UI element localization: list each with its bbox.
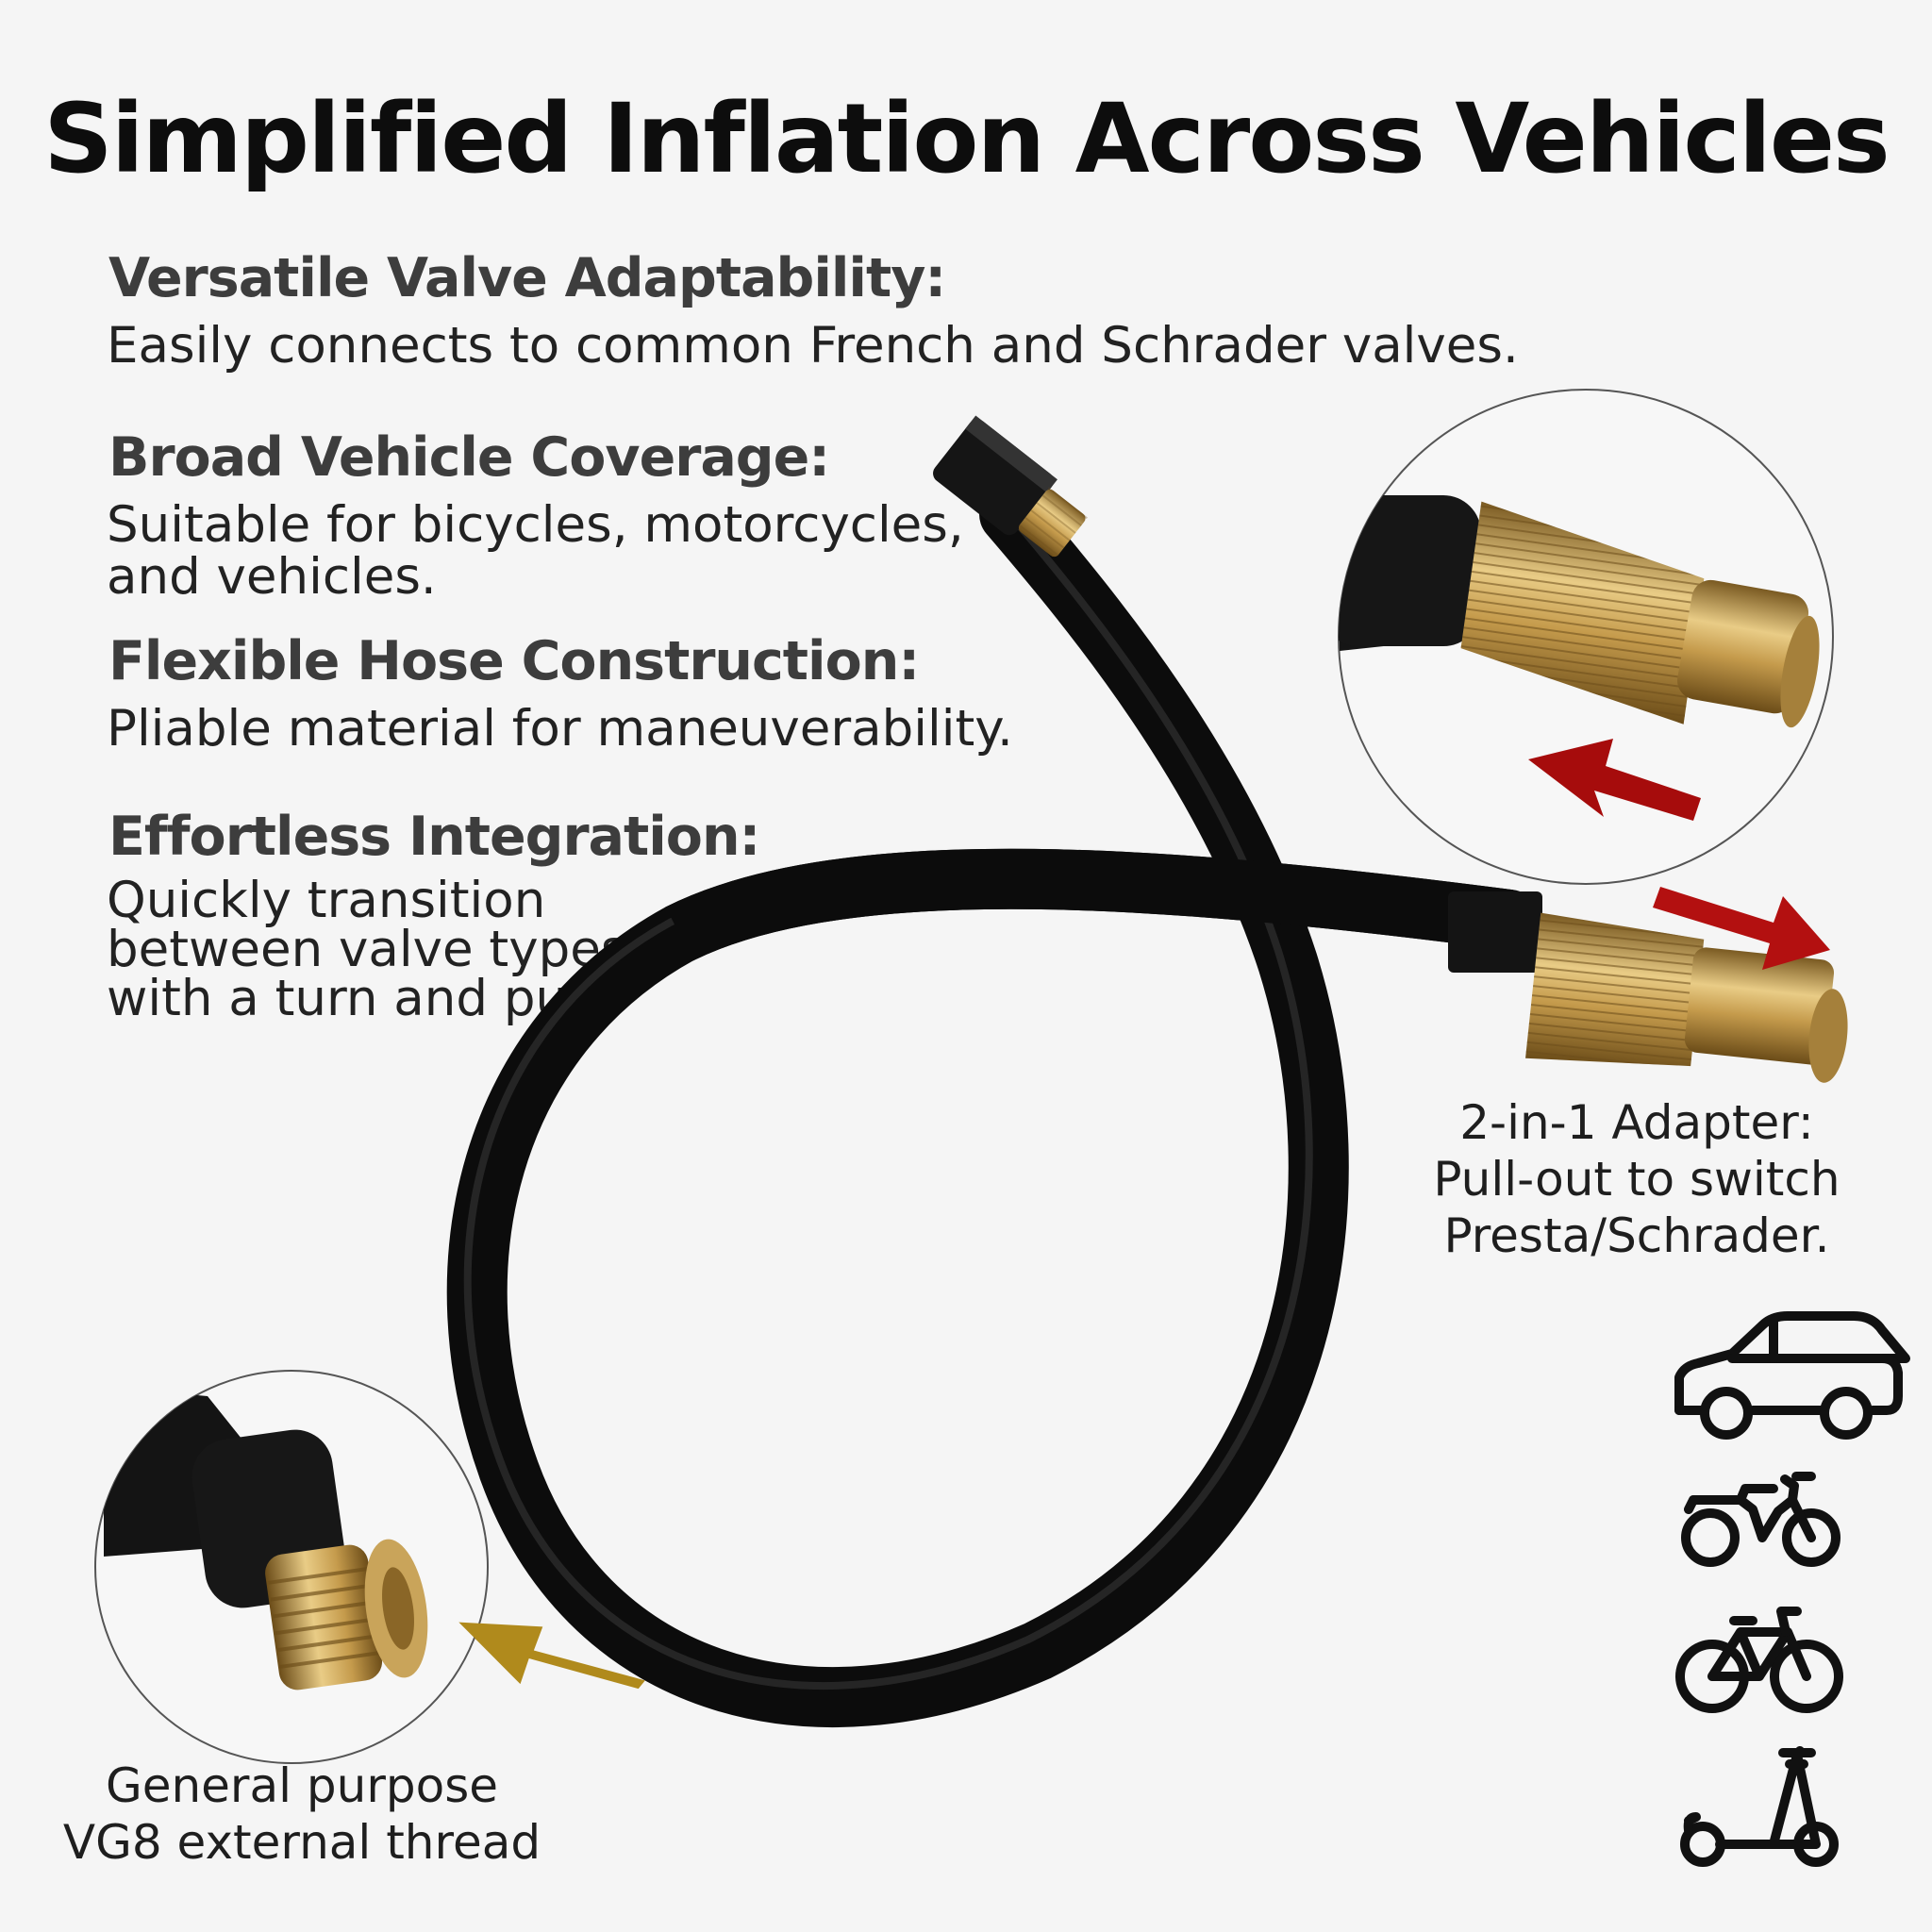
scooter-icon — [1680, 1746, 1839, 1867]
thread-caption-1: General purpose — [105, 1758, 499, 1813]
adapter-caption-1: 2-in-1 Adapter: — [1459, 1095, 1814, 1150]
feature-heading-integration: Effortless Integration: — [108, 806, 760, 868]
feature-text-coverage-2: and vehicles. — [107, 548, 437, 606]
thread-zoom-circle — [94, 1370, 489, 1764]
feature-heading-hose: Flexible Hose Construction: — [108, 630, 920, 692]
push-in-arrow-icon — [1528, 739, 1701, 821]
motorcycle-icon — [1681, 1472, 1840, 1567]
feature-text-integration-3: with a turn and pull. — [107, 970, 611, 1027]
air-hose — [446, 484, 1540, 1727]
feature-text-coverage-1: Suitable for bicycles, motorcycles, — [107, 496, 964, 554]
feature-heading-coverage: Broad Vehicle Coverage: — [108, 426, 830, 489]
vg8-fitting — [933, 415, 1088, 559]
car-icon — [1674, 1311, 1910, 1440]
pull-out-arrow-icon — [1653, 887, 1830, 970]
adapter-zoom-circle — [1338, 389, 1834, 885]
bicycle-icon — [1675, 1607, 1843, 1713]
feature-text-hose: Pliable material for maneuverability. — [107, 700, 1013, 758]
adapter-caption-2: Pull-out to switch — [1433, 1152, 1840, 1207]
thread-arrow-icon — [458, 1622, 645, 1690]
feature-text-valve: Easily connects to common French and Sch… — [107, 317, 1519, 375]
feature-text-integration-1: Quickly transition — [107, 872, 546, 929]
adapter-fitting — [1448, 891, 1848, 1083]
adapter-caption-3: Presta/Schrader. — [1443, 1208, 1830, 1263]
thread-caption-2: VG8 external thread — [62, 1815, 541, 1870]
feature-text-integration-2: between valve types — [107, 921, 627, 978]
page-title: Simplified Inflation Across Vehicles — [43, 83, 1890, 195]
feature-heading-valve: Versatile Valve Adaptability: — [108, 247, 946, 309]
